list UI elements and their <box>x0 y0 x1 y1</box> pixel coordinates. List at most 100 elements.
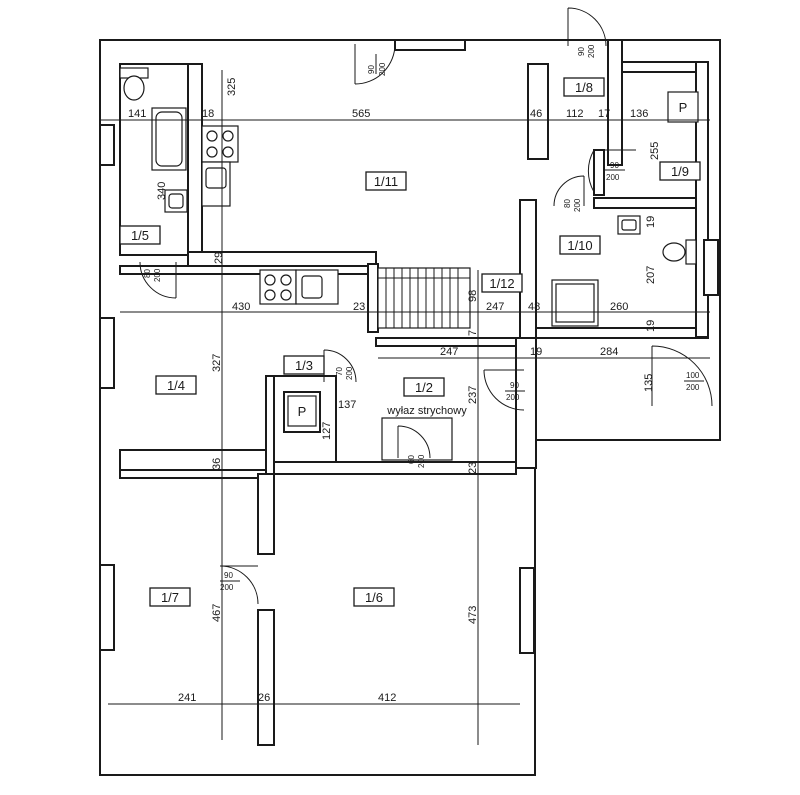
wall-1-10-south <box>535 327 709 339</box>
svg-text:80: 80 <box>143 269 152 278</box>
room-label-1-5: 1/5 <box>119 225 161 245</box>
door-label-entry: 100 200 <box>684 371 704 392</box>
door-label-1-5: 80 200 <box>143 268 162 282</box>
sink-1-10 <box>617 215 641 235</box>
svg-text:1/4: 1/4 <box>167 378 185 393</box>
dim-29: 29 <box>213 252 225 264</box>
door-label-1-8: 90 200 <box>577 44 596 58</box>
dim-327: 327 <box>211 354 223 372</box>
svg-text:1/2: 1/2 <box>415 380 433 395</box>
dim-412: 412 <box>378 692 396 704</box>
dim-430: 430 <box>232 301 250 313</box>
wall-1-8-east <box>607 39 623 166</box>
svg-text:200: 200 <box>506 393 520 402</box>
stove-kitchen-bottom <box>259 269 297 305</box>
wall-1-6-north <box>273 461 517 475</box>
door-entry <box>651 345 713 407</box>
room-label-1-10: 1/10 <box>559 235 601 255</box>
door-top <box>354 43 396 85</box>
toilet-1-5 <box>119 67 149 101</box>
room-label-1-9: 1/9 <box>659 161 701 181</box>
svg-text:1/3: 1/3 <box>295 358 313 373</box>
door-1-9 <box>587 149 636 193</box>
svg-text:200: 200 <box>686 383 700 392</box>
dim-19b: 19 <box>645 320 657 332</box>
wall-1-4-south <box>119 449 267 471</box>
door-label-attic: 60 200 <box>407 454 426 468</box>
svg-text:1/12: 1/12 <box>489 276 514 291</box>
door-label-1-2: 90 200 <box>505 381 525 402</box>
room-label-1-7: 1/7 <box>149 587 191 607</box>
room-label-1-8: 1/8 <box>563 77 605 97</box>
dim-284: 284 <box>600 346 618 358</box>
wall-1-7-1-6 <box>257 473 275 555</box>
window-right-2 <box>519 567 535 654</box>
wall-1-4-east <box>265 375 275 477</box>
dim-247a: 247 <box>486 301 504 313</box>
svg-text:90: 90 <box>367 65 376 74</box>
dim-237: 237 <box>467 386 479 404</box>
svg-text:1/6: 1/6 <box>365 590 383 605</box>
sink-1-5 <box>164 189 188 213</box>
dim-137: 137 <box>338 399 356 411</box>
door-label-1-10: 80 200 <box>563 198 582 212</box>
wall-1-8-inner <box>621 61 705 73</box>
door-1-8 <box>567 7 607 47</box>
svg-text:200: 200 <box>417 454 426 468</box>
sink-kitchen-top <box>201 161 231 207</box>
svg-text:90: 90 <box>510 381 519 390</box>
svg-text:1/7: 1/7 <box>161 590 179 605</box>
svg-text:200: 200 <box>220 583 234 592</box>
wall-1-7-1-6-lower <box>257 609 275 746</box>
bathtub-1-5 <box>151 107 187 171</box>
dim-136: 136 <box>630 108 648 120</box>
svg-text:200: 200 <box>606 173 620 182</box>
wall-1-12-east <box>519 199 537 339</box>
dim-19a: 19 <box>645 216 657 228</box>
wall-1-11-east <box>527 63 549 160</box>
window-left-1 <box>99 124 115 166</box>
room-label-1-3: 1/3 <box>283 355 325 375</box>
door-label-1-9: 90 200 <box>605 161 625 182</box>
dim-255: 255 <box>649 142 661 160</box>
wall-1-9-south <box>593 197 705 209</box>
window-left-2 <box>99 317 115 389</box>
dim-467: 467 <box>211 604 223 622</box>
dim-23b: 23 <box>467 462 479 474</box>
svg-text:200: 200 <box>587 44 596 58</box>
dim-135: 135 <box>643 374 655 392</box>
dim-340: 340 <box>156 182 168 200</box>
dim-325: 325 <box>226 78 238 96</box>
attic-hatch: wyłaz strychowy <box>381 405 467 461</box>
svg-text:70: 70 <box>335 367 344 376</box>
svg-text:200: 200 <box>378 62 387 76</box>
room-label-1-12: 1/12 <box>481 273 523 293</box>
wall-1-9-west <box>593 149 605 196</box>
svg-text:90: 90 <box>224 571 233 580</box>
svg-text:200: 200 <box>573 198 582 212</box>
dim-18: 18 <box>202 108 214 120</box>
svg-text:1/10: 1/10 <box>567 238 592 253</box>
svg-text:1/11: 1/11 <box>374 174 398 189</box>
svg-text:100: 100 <box>686 371 700 380</box>
room-label-1-6: 1/6 <box>353 587 395 607</box>
attic-hatch-label: wyłaz strychowy <box>386 405 467 417</box>
room-label-1-11: 1/11 <box>365 171 407 191</box>
dim-241: 241 <box>178 692 196 704</box>
dim-247b: 247 <box>440 346 458 358</box>
svg-text:1/9: 1/9 <box>671 164 689 179</box>
dim-19c: 19 <box>530 346 542 358</box>
boiler-1-9: P <box>667 91 699 123</box>
staircase <box>377 267 471 329</box>
dim-7: 7 <box>467 330 479 336</box>
door-1-2 <box>483 369 525 411</box>
wall-1-7-north <box>119 469 267 479</box>
shower-1-10 <box>551 279 599 327</box>
door-label-top: 90 200 <box>367 54 387 76</box>
dim-207: 207 <box>645 266 657 284</box>
svg-text:80: 80 <box>563 199 572 208</box>
room-label-1-4: 1/4 <box>155 375 197 395</box>
toilet-1-10 <box>662 239 697 265</box>
svg-text:90: 90 <box>577 47 586 56</box>
